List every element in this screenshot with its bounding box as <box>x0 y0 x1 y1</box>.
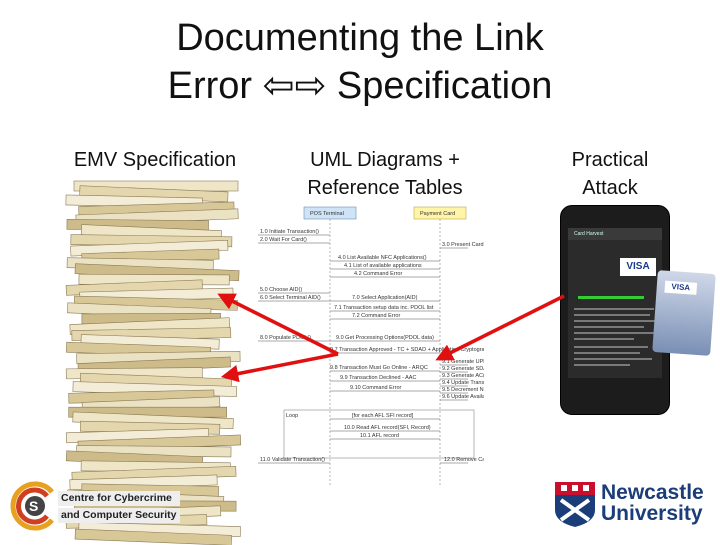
uml-message-text: 4.2 Command Error <box>354 271 402 277</box>
payment-card-text: Payment Card <box>420 211 455 217</box>
uml-message-text: 4.0 List Available NFC Applications() <box>338 255 427 261</box>
uml-message-text: 6.0 Select Terminal AID() <box>260 295 321 301</box>
newcastle-university-logo: Newcastle University <box>553 480 713 530</box>
uml-message-text: 5.0 Choose AID() <box>260 287 302 293</box>
uml-message-text: 1.0 Initiate Transaction() <box>260 229 319 235</box>
uml-message-text: 10.1 AFL record <box>360 433 399 439</box>
uml-message-text: 4.1 List of available applications <box>344 263 422 269</box>
uml-message-text: 9.4 Update Transaction Count() <box>442 380 484 386</box>
title-line-2: Error ⇦⇨ Specification <box>0 62 720 110</box>
uml-message-text: 9.8 Transaction Must Go Online - ARQC <box>330 365 428 371</box>
visa-card-logo: VISA <box>664 281 697 295</box>
uml-message-text: 9.9 Transaction Declined - AAC <box>340 375 416 381</box>
uml-message-text: 9.2 Generate SDAD() <box>442 366 484 372</box>
phone-body: Card Harvest VISA <box>560 205 670 415</box>
slide-title: Documenting the Link Error ⇦⇨ Specificat… <box>0 14 720 110</box>
uml-diagrams-label: UML Diagrams + Reference Tables <box>270 146 500 202</box>
svg-text:S: S <box>29 498 38 514</box>
emv-spec-label: EMV Specification <box>55 146 255 174</box>
uml-message-text: 7.1 Transaction setup data inc. PDOL lis… <box>334 305 434 311</box>
uml-message-text: [for each AFL SFI record] <box>352 413 414 419</box>
university-name: Newcastle University <box>601 482 704 524</box>
visa-logo: VISA <box>620 258 656 276</box>
loop-label: Loop <box>286 413 298 419</box>
app-title: Card Harvest <box>568 228 662 240</box>
pos-terminal-text: POS Terminal <box>310 211 344 217</box>
phone-screen: Card Harvest VISA <box>568 228 662 378</box>
title-line-1: Documenting the Link <box>0 14 720 62</box>
uml-message-text: 9.7 Transaction Approved - TC + SDAD + A… <box>330 347 484 353</box>
uml-message-text: 11.0 Validate Transaction() <box>260 457 325 463</box>
uml-message-text: 9.6 Update Available Offline() <box>442 394 484 400</box>
uml-message-text: 7.2 Command Error <box>352 313 400 319</box>
cybercrime-logo-text: Centre for Cybercrime and Computer Secur… <box>58 491 180 525</box>
cybercrime-centre-logo: S Centre for Cybercrime and Computer Sec… <box>8 478 183 534</box>
university-crest <box>553 480 597 528</box>
uml-message-text: 9.1 Generate UPN() <box>442 359 484 365</box>
uml-message-text: 12.0 Remove Card() <box>444 457 484 463</box>
cybercrime-logo-mark: S <box>8 478 58 534</box>
uml-message-text: 9.10 Command Error <box>350 385 402 391</box>
uml-message-text: 8.0 Populate PDOL() <box>260 335 311 341</box>
visa-card-image: VISA <box>652 270 716 356</box>
uml-message-text: 2.0 Wait For Card() <box>260 237 307 243</box>
uml-message-text: 10.0 Read AFL record(SFI, Record) <box>344 425 431 431</box>
approved-status-bar <box>578 296 644 299</box>
uml-message-text: 9.3 Generate AC() <box>442 373 484 379</box>
practical-attack-label: Practical Attack <box>545 146 675 202</box>
uml-message-text: 7.0 Select Application(AID) <box>352 295 418 301</box>
uml-message-text: 9.0 Get Processing Options(PDOL data) <box>336 335 434 341</box>
uml-sequence-diagram: POS Terminal Payment Card Loop 1.0 Initi… <box>254 205 484 490</box>
uml-message-text: 3.0 Present Card To Terminal() <box>442 242 484 248</box>
uml-message-text: 9.5 Decrement NFC Count() <box>442 387 484 393</box>
smartphone: Card Harvest VISA <box>560 205 670 415</box>
